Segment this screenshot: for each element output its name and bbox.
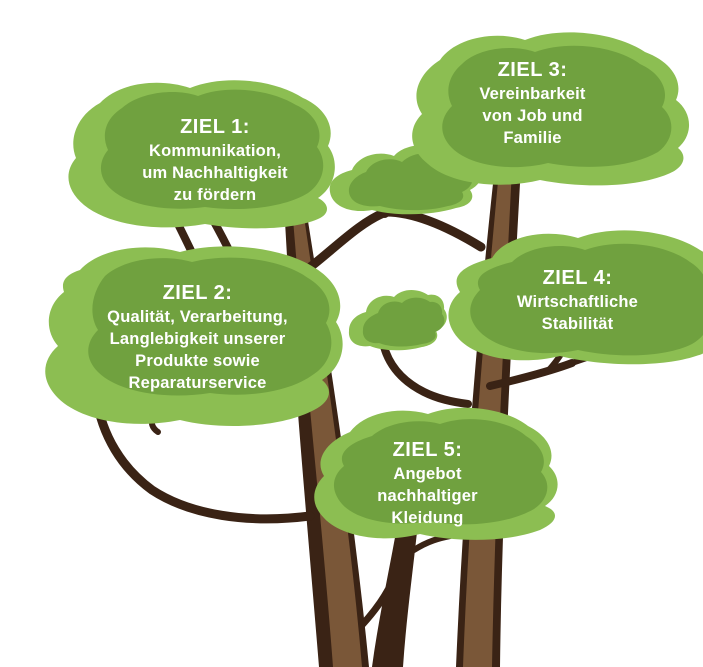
branch-small-canopy2-stem-icon <box>378 334 472 408</box>
ziel1-canopy-inner-icon <box>100 89 324 210</box>
branch-ziel5-descending-icon <box>372 532 417 667</box>
ziel3-canopy-inner-icon <box>442 45 672 168</box>
ziel2-canopy-inner-icon <box>88 257 332 396</box>
ziel5-canopy-inner-icon <box>333 419 548 525</box>
branch-arch-icon <box>304 207 486 273</box>
ziel4-canopy-inner-icon <box>470 243 703 356</box>
branch-lower-left-icon <box>91 391 315 524</box>
branch-ziel4-icon <box>486 359 576 390</box>
small-canopy-2-inner-icon <box>362 297 445 347</box>
